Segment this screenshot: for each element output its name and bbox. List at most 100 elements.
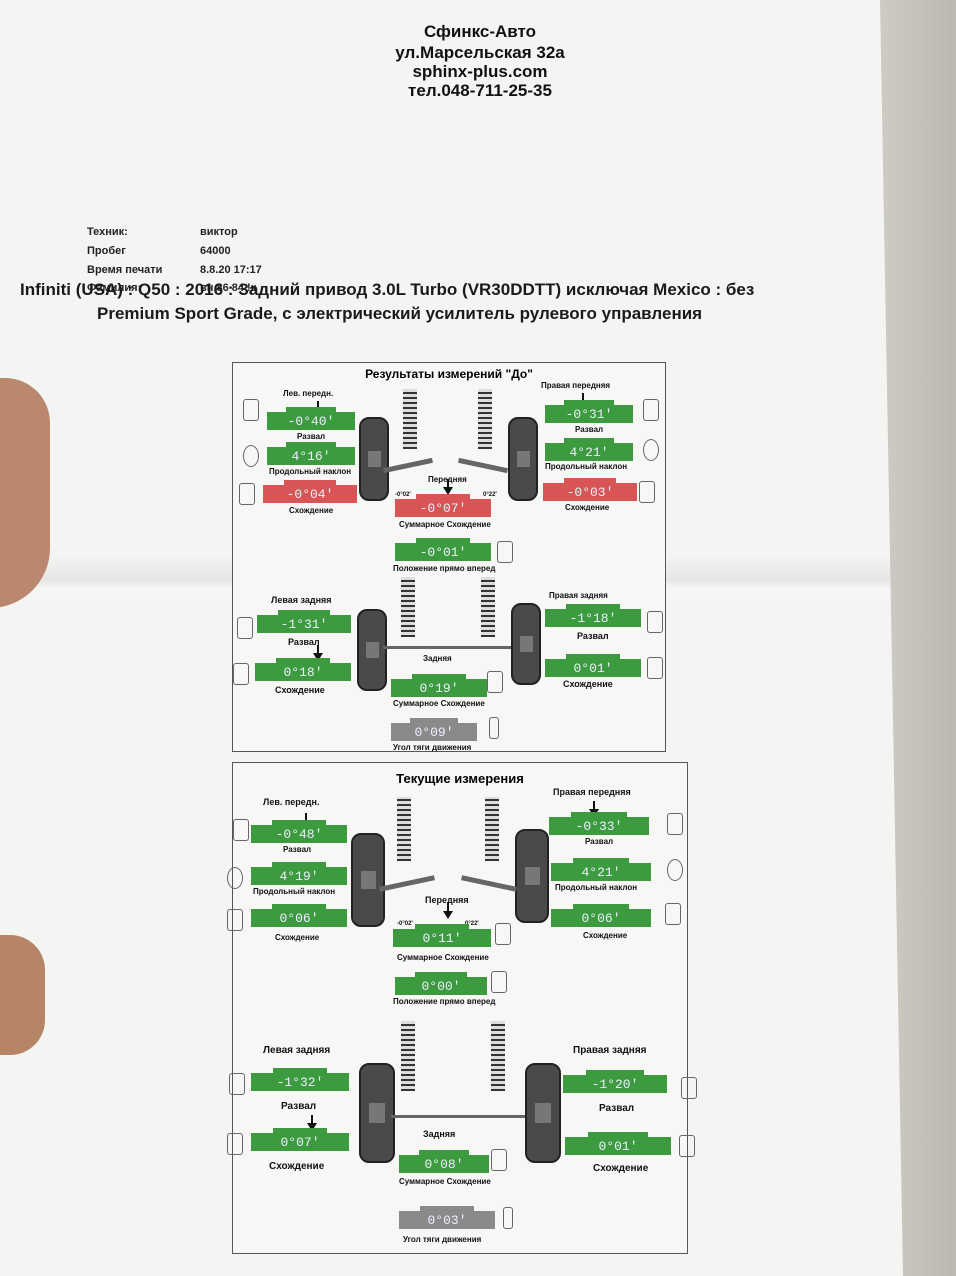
- info-row: Техник:виктор: [87, 226, 238, 238]
- strut-graphic: [491, 1021, 505, 1091]
- car-icon: [639, 481, 655, 503]
- car-icon: [503, 1207, 513, 1229]
- label: Схождение: [289, 506, 334, 515]
- car-icon: [491, 1149, 507, 1171]
- label: Угол тяги движения: [393, 743, 472, 752]
- car-icon: [495, 923, 511, 945]
- strut-graphic: [478, 389, 492, 449]
- strut-graphic: [403, 389, 417, 449]
- car-icon: [489, 717, 499, 739]
- arrow-icon: [443, 479, 453, 495]
- gauge: -0°01': [395, 538, 491, 561]
- label: Правая передняя: [541, 381, 611, 390]
- vehicle-model-line2: Premium Sport Grade, с электрический уси…: [97, 304, 703, 323]
- wheel-icon: [681, 1077, 697, 1099]
- gauge: 4°16': [267, 442, 355, 465]
- gauge: 0°19': [391, 674, 487, 697]
- label: Продольный наклон: [269, 467, 352, 476]
- before-panel: Результаты измерений "До" Лев. передн. -…: [232, 362, 666, 752]
- company-address: ул.Марсельская 32а: [395, 43, 565, 62]
- label: Суммарное Схождение: [399, 1177, 491, 1186]
- label: Схождение: [275, 933, 320, 942]
- gauge: 0°06': [551, 904, 651, 927]
- car-icon: [679, 1135, 695, 1157]
- arrow-icon: [307, 1115, 317, 1131]
- label: Развал: [599, 1103, 635, 1114]
- label: Продольный наклон: [253, 887, 336, 896]
- gauge: -0°04': [263, 480, 357, 503]
- wheel-graphic: [511, 603, 541, 685]
- wheel-icon: [643, 399, 659, 421]
- gauge: 4°19': [251, 862, 347, 885]
- label: Развал: [288, 637, 320, 647]
- label: Передняя: [425, 895, 469, 905]
- strut-graphic: [481, 577, 495, 637]
- current-title: Текущие измерения: [396, 771, 524, 786]
- wheel-icon: [667, 813, 683, 835]
- label: Схождение: [563, 679, 613, 689]
- current-panel: Текущие измерения Лев. передн. -0°48' Ра…: [227, 762, 697, 1254]
- company-name: Сфинкс-Авто: [423, 22, 537, 41]
- label: Лев. передн.: [283, 389, 334, 398]
- gauge: 0°01': [565, 1132, 671, 1155]
- control-arm: [461, 875, 517, 892]
- company-phone: тел.048-711-25-35: [408, 81, 552, 100]
- wheel-icon: [229, 1073, 245, 1095]
- wheel-icon: [243, 445, 259, 467]
- gauge: 0°18': [255, 658, 351, 681]
- gauge: 0°11': [393, 924, 491, 947]
- wheel-icon: [647, 611, 663, 633]
- gauge: 0°09': [391, 718, 477, 741]
- label: Схождение: [269, 1161, 325, 1172]
- car-icon: [647, 657, 663, 679]
- label: Суммарное Схождение: [399, 520, 491, 529]
- car-icon: [487, 671, 503, 693]
- label: Левая задняя: [271, 595, 332, 605]
- gauge: 0°01': [545, 654, 641, 677]
- label: Левая задняя: [263, 1045, 331, 1056]
- strut-graphic: [401, 1021, 415, 1091]
- label: Суммарное Схождение: [393, 699, 485, 708]
- wheel-icon: [667, 859, 683, 881]
- wheel-graphic: [359, 1063, 395, 1163]
- gauge: -1°18': [545, 604, 641, 627]
- wheel-icon: [243, 399, 259, 421]
- rear-axle: [391, 1115, 525, 1118]
- car-icon: [239, 483, 255, 505]
- arrow-icon: [443, 903, 453, 919]
- gauge: 0°06': [251, 904, 347, 927]
- label: Угол тяги движения: [403, 1235, 482, 1244]
- label: Правая передняя: [553, 787, 631, 797]
- company-site: sphinx-plus.com: [412, 62, 548, 81]
- gauge: -0°48': [251, 820, 347, 843]
- label: Задняя: [423, 1129, 456, 1139]
- wheel-graphic: [508, 417, 538, 501]
- label: Развал: [577, 631, 609, 641]
- strut-graphic: [397, 797, 411, 861]
- label: Схождение: [583, 931, 628, 940]
- label: Развал: [575, 425, 604, 434]
- car-icon: [491, 971, 507, 993]
- label: Правая задняя: [573, 1045, 647, 1056]
- label: -0°02': [395, 492, 411, 498]
- wheel-graphic: [515, 829, 549, 923]
- strut-graphic: [485, 797, 499, 861]
- rear-axle: [383, 646, 511, 649]
- label: Задняя: [423, 654, 452, 663]
- label: 0°22': [483, 492, 497, 498]
- strut-graphic: [401, 577, 415, 637]
- label: Положение прямо вперед: [393, 564, 496, 573]
- label: Схождение: [593, 1163, 649, 1174]
- gauge: -0°07': [395, 494, 491, 517]
- hand-thumb: [0, 378, 50, 608]
- hand-finger: [0, 935, 45, 1055]
- printed-sheet: Сфинкс-Авто ул.Марсельская 32а sphinx-pl…: [0, 0, 903, 1276]
- control-arm: [379, 875, 435, 892]
- vehicle-model-line1: Infiniti (USA) : Q50 : 2016 : Задний при…: [20, 280, 755, 299]
- car-icon: [233, 663, 249, 685]
- gauge: 0°00': [395, 972, 487, 995]
- control-arm: [458, 457, 508, 474]
- label: Развал: [585, 837, 614, 846]
